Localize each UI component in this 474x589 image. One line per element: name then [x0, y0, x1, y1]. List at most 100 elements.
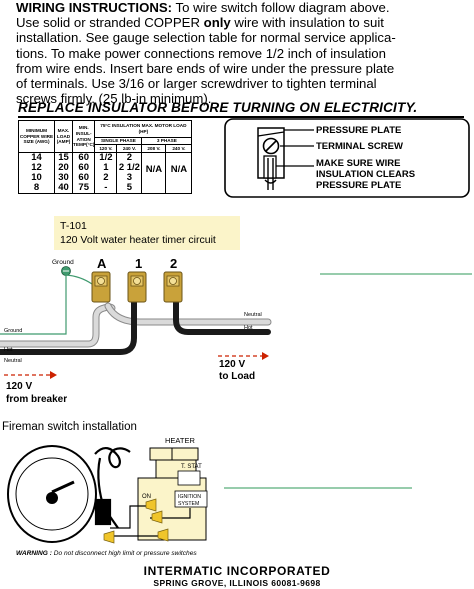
neutral-wire	[0, 304, 115, 347]
circuit-model: T-101	[60, 220, 87, 232]
cell-awg: 14	[31, 152, 42, 163]
fireman-switch-diagram: Fireman switch installation HEATER T. ST…	[2, 421, 412, 557]
cell-120v: 1	[103, 162, 109, 173]
to-load-label-2: to Load	[219, 371, 255, 382]
switch-cable	[94, 447, 131, 529]
ground-wire	[0, 274, 67, 335]
cell-amp: 15	[58, 152, 69, 163]
terminal-screw-label: TERMINAL SCREW	[316, 141, 403, 152]
cell-awg: 8	[33, 182, 40, 193]
terminal-1-label: 1	[135, 256, 142, 271]
ground-label: Ground	[52, 259, 74, 266]
wire-connectors	[103, 498, 169, 544]
hot-wire-breaker	[0, 299, 137, 355]
circuit-title: 120 Volt water heater timer circuit	[60, 234, 216, 246]
fireman-switch-housing	[7, 445, 97, 543]
col-header-min-insulation: MIN. INSUL- ATION TEMP(°C)	[71, 120, 96, 153]
col-240v: 2 2 1/2 3 5	[116, 152, 143, 194]
ignition-box	[174, 490, 208, 508]
divider-rule	[18, 116, 464, 118]
cell-temp: 60	[78, 152, 89, 163]
instructions-heading: WIRING INSTRUCTIONS:	[16, 0, 173, 15]
terminal-2-screw-icon	[169, 277, 177, 285]
instructions-line6: of terminals. Use 3/16 or larger screwdr…	[16, 76, 377, 92]
tstat-label: T. STAT	[181, 464, 202, 470]
col-240v-3ph: N/A	[165, 152, 193, 194]
make-sure-label-1: MAKE SURE WIRE	[316, 158, 400, 169]
cell-240v: 3	[126, 172, 133, 183]
cell-120v: 1/2	[99, 152, 113, 163]
hot-wire-load	[173, 299, 271, 335]
table-body-row: 14 12 10 8 15 20 30 40 60 60 60 75 1/2 1…	[18, 152, 193, 194]
col-awg: 14 12 10 8	[18, 152, 55, 194]
col-amp: 15 20 30 40	[54, 152, 73, 194]
col-temp: 60 60 60 75	[71, 152, 96, 194]
terminal-2-label: 2	[170, 256, 177, 271]
cell-temp: 75	[78, 182, 89, 193]
make-sure-label-3: PRESSURE PLATE	[316, 180, 401, 191]
col-120v: 1/2 1 2 -	[94, 152, 118, 194]
terminal-detail-diagram: PRESSURE PLATE TERMINAL SCREW MAKE SURE …	[224, 118, 470, 198]
ignition-label-2: SYSTEM	[178, 501, 199, 507]
replace-insulator-notice: REPLACE INSULATOR BEFORE TURNING ON ELEC…	[18, 100, 418, 115]
ignition-label-1: IGNITION	[178, 494, 201, 500]
company-name: INTERMATIC INCORPORATED	[143, 564, 331, 578]
cell-240v-3ph: N/A	[170, 164, 188, 175]
col-header-three-phase: 3 PHASE	[141, 137, 193, 145]
hot-label-left: Hot	[4, 347, 13, 353]
instructions-line5: from wire ends. Insert bare ends of wire…	[16, 60, 395, 76]
hot-label-right: Hot	[244, 325, 253, 331]
col-header-motor-load: 75°C INSULATION MAX. MOTOR LOAD (HP)	[94, 120, 193, 138]
cell-amp: 30	[58, 172, 69, 183]
cell-240v: 5	[126, 182, 133, 193]
cell-temp: 60	[78, 162, 89, 173]
terminal-detail-frame	[224, 118, 470, 198]
instructions-line2b: wire with insulation to suit	[230, 15, 384, 31]
from-breaker-label-1: 120 V	[6, 381, 32, 392]
from-breaker-arrow	[4, 371, 57, 379]
warning-bold: WARNING :	[16, 550, 52, 557]
ground-label-left: Ground	[4, 328, 22, 334]
col-header-240v-3ph: 240 V.	[165, 144, 193, 153]
col-header-single-phase: SINGLE PHASE	[94, 137, 143, 145]
warning-body: Do not disconnect high limit or pressure…	[52, 550, 197, 557]
col-header-max-load: MAX. LOAD (AMP)	[54, 120, 73, 153]
col-208v: N/A	[141, 152, 167, 194]
pressure-plate-label: PRESSURE PLATE	[316, 125, 401, 136]
terminal-a	[91, 271, 111, 303]
col-header-208v: 208 V.	[141, 144, 167, 153]
terminal-a-screw-icon	[97, 277, 105, 285]
wire-nut-icon	[151, 510, 163, 524]
wire-nut-icon	[145, 498, 157, 512]
instructions-line7: screws firmly. (25 lb-in minimum).	[16, 91, 212, 107]
to-load-label-1: 120 V	[219, 359, 245, 370]
from-breaker-label-2: from breaker	[6, 394, 67, 405]
warning-text: WARNING : Do not disconnect high limit o…	[16, 550, 197, 557]
cell-amp: 40	[58, 182, 69, 193]
wire-gauge-table: MINIMUM COPPER WIRE SIZE (AWG) MAX. LOAD…	[18, 120, 193, 194]
cell-awg: 12	[31, 162, 42, 173]
cell-208v: N/A	[145, 164, 163, 175]
neutral-label-right: Neutral	[244, 312, 262, 318]
neutral-label-left: Neutral	[4, 358, 22, 364]
terminal-block-drawing	[257, 127, 314, 190]
make-sure-label-2: INSULATION CLEARS	[316, 169, 415, 180]
company-address: SPRING GROVE, ILLINOIS 60081-9698	[153, 578, 321, 588]
terminal-1	[127, 271, 147, 303]
to-load-arrow	[218, 352, 269, 360]
water-heater-timer-circuit: T-101 120 Volt water heater timer circui…	[0, 216, 472, 405]
cell-temp: 60	[78, 172, 89, 183]
wiring-instructions: WIRING INSTRUCTIONS: To wire switch foll…	[16, 0, 468, 106]
cell-240v: 2	[126, 152, 133, 163]
switch-plug-icon	[94, 498, 112, 526]
cell-120v: -	[104, 182, 108, 193]
neutral-wire-load	[105, 303, 271, 325]
instructions-line2a: Use solid or stranded COPPER	[16, 15, 204, 31]
wiring	[0, 274, 272, 355]
fireman-wiring	[110, 505, 191, 537]
tstat-box	[177, 470, 201, 486]
heater-label: HEATER	[165, 436, 195, 445]
instructions-line4: tions. To make power connections remove …	[16, 45, 386, 61]
instructions-line1: To wire switch follow diagram above.	[172, 0, 390, 15]
terminal-2	[163, 271, 183, 303]
